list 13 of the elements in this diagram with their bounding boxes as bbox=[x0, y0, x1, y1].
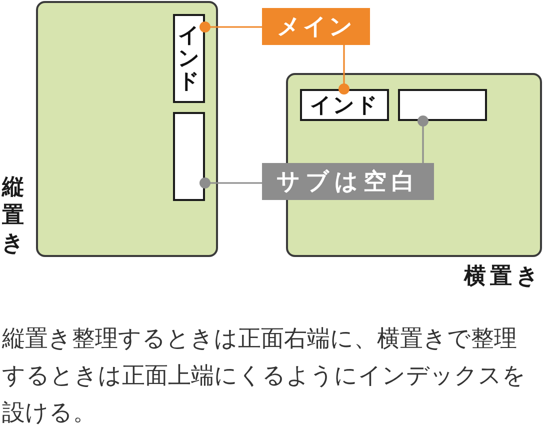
index-tab: インド bbox=[300, 89, 389, 121]
index-tab: インド bbox=[173, 14, 205, 103]
card-label: 縦置き bbox=[0, 174, 26, 258]
leader-line bbox=[200, 22, 262, 32]
leader-line bbox=[338, 45, 350, 94]
blank-tab bbox=[173, 112, 205, 201]
leader-line bbox=[200, 178, 262, 188]
leader-line bbox=[418, 116, 428, 163]
caption-text: 縦置き整理するときは正面右端に、横置きで整理するときは正面上端にくるようにインデックスを設ける。 bbox=[2, 325, 527, 427]
callout-label: サブは空白 bbox=[262, 163, 434, 200]
callout-label: メイン bbox=[262, 8, 370, 45]
blank-tab bbox=[398, 89, 487, 121]
card-label: 横置き bbox=[462, 263, 543, 291]
